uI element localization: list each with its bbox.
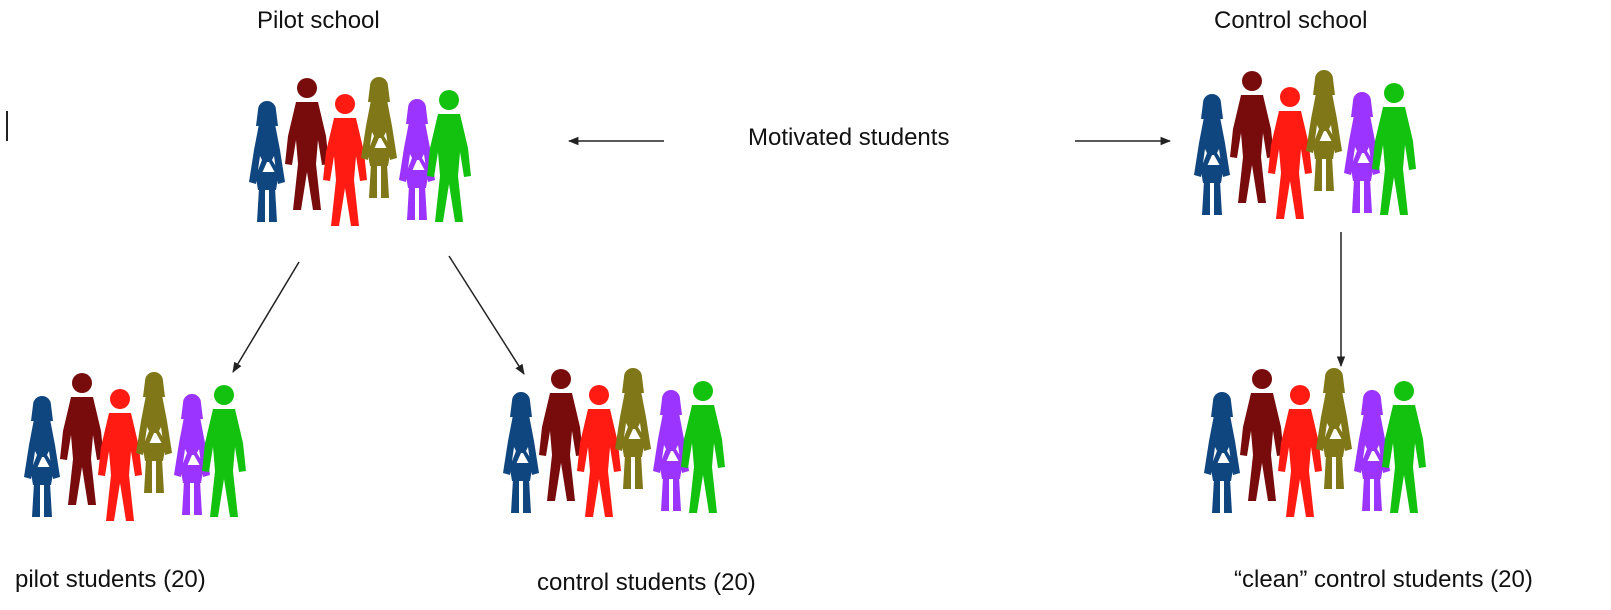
- text-cursor-mark: [6, 111, 8, 141]
- woman-figure-icon: [1344, 92, 1380, 213]
- woman-figure-icon: [249, 101, 285, 222]
- woman-figure-icon: [24, 396, 60, 517]
- man-figure-icon: [323, 94, 367, 226]
- woman-figure-icon: [1204, 392, 1240, 513]
- pilot-school-title: Pilot school: [257, 7, 380, 34]
- arrow-to-control-students: [448, 255, 525, 375]
- control-students-label: control students (20): [537, 569, 756, 596]
- man-figure-icon: [577, 385, 621, 517]
- clean-control-students-label: “clean” control students (20): [1234, 566, 1533, 593]
- man-figure-icon: [60, 373, 104, 505]
- man-figure-icon: [427, 90, 471, 222]
- pilot-students-people-group: [24, 372, 246, 521]
- control-school-title: Control school: [1214, 7, 1368, 34]
- man-figure-icon: [539, 369, 583, 501]
- man-figure-icon: [1278, 385, 1322, 517]
- man-figure-icon: [202, 385, 246, 517]
- pilot-school-people-group: [249, 77, 471, 226]
- man-figure-icon: [98, 389, 142, 521]
- woman-figure-icon: [1306, 70, 1342, 191]
- arrow-to-pilot-students: [232, 261, 300, 373]
- woman-figure-icon: [653, 390, 689, 511]
- woman-figure-icon: [399, 99, 435, 220]
- control-students-people-group: [503, 368, 725, 517]
- man-figure-icon: [1268, 87, 1312, 219]
- control-school-people-group: [1194, 70, 1416, 219]
- woman-figure-icon: [1354, 390, 1390, 511]
- woman-figure-icon: [615, 368, 651, 489]
- man-figure-icon: [681, 381, 725, 513]
- woman-figure-icon: [174, 394, 210, 515]
- clean-control-people-group: [1204, 368, 1426, 517]
- woman-figure-icon: [503, 392, 539, 513]
- man-figure-icon: [285, 78, 329, 210]
- man-figure-icon: [1382, 381, 1426, 513]
- man-figure-icon: [1372, 83, 1416, 215]
- woman-figure-icon: [1194, 94, 1230, 215]
- woman-figure-icon: [361, 77, 397, 198]
- man-figure-icon: [1240, 369, 1284, 501]
- man-figure-icon: [1230, 71, 1274, 203]
- motivated-students-label: Motivated students: [748, 124, 950, 151]
- pilot-students-label: pilot students (20): [15, 566, 206, 593]
- woman-figure-icon: [136, 372, 172, 493]
- woman-figure-icon: [1316, 368, 1352, 489]
